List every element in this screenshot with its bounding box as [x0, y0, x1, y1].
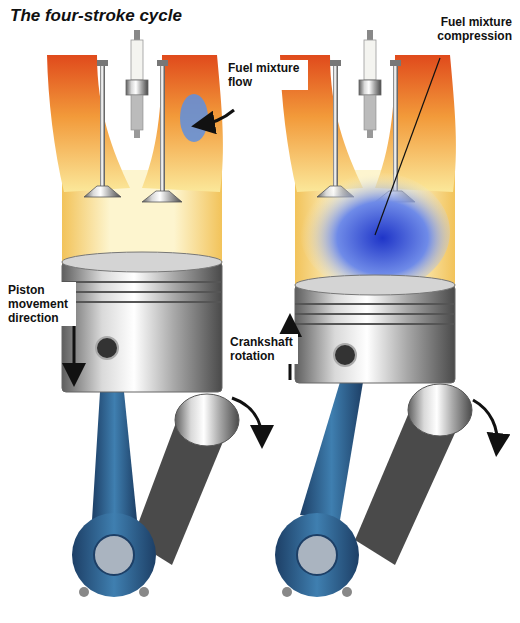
- part-label: Fuel mixture compression: [420, 14, 514, 44]
- part-label: Piston movement direction: [6, 282, 76, 326]
- diagram-title: The four-stroke cycle: [10, 6, 182, 26]
- part-label: Crankshaft rotation: [228, 334, 298, 364]
- leader-line: [375, 58, 440, 235]
- part-label: Fuel mixture flow: [226, 60, 308, 90]
